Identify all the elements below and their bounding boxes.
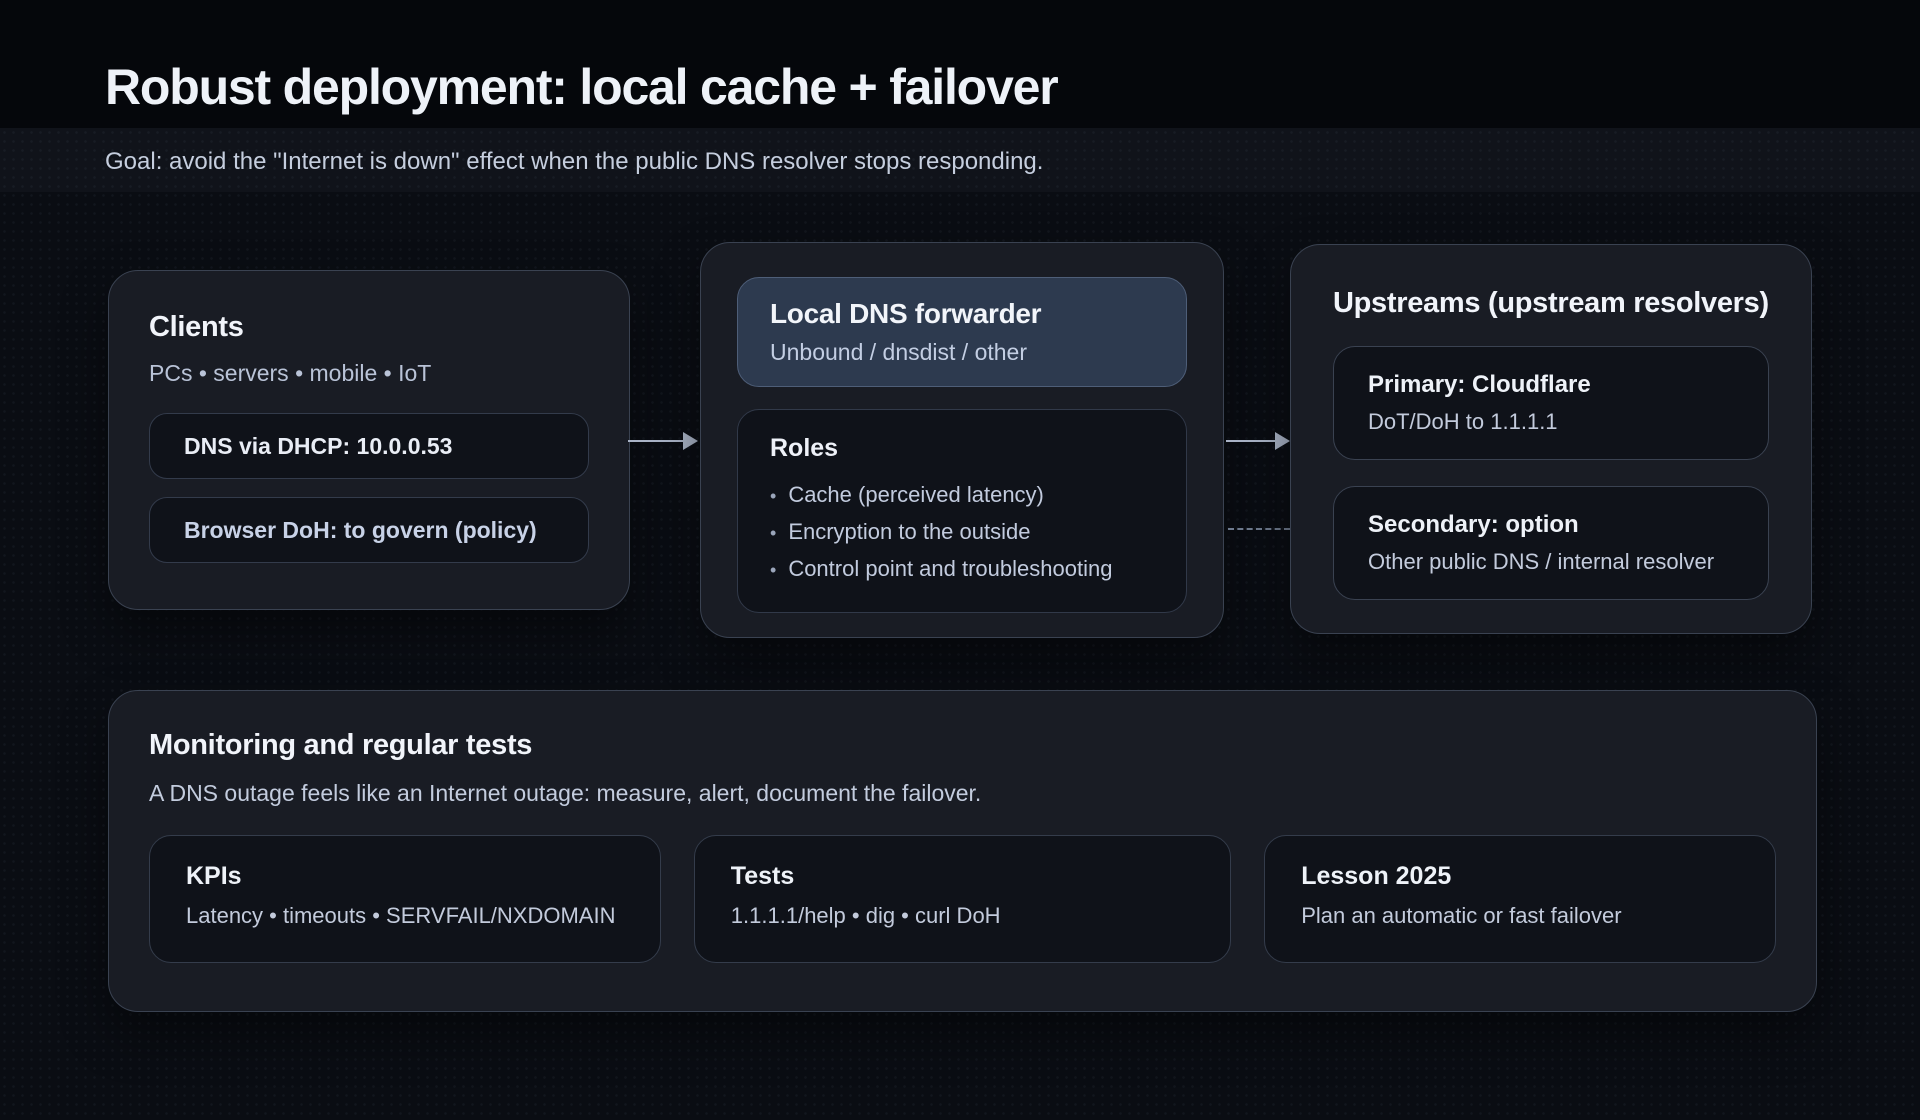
roles-list: Cache (perceived latency) Encryption to … — [770, 477, 1154, 588]
page-title: Robust deployment: local cache + failove… — [105, 59, 1059, 115]
upstream-option-title: Primary: Cloudflare — [1368, 371, 1591, 398]
monitoring-panel-title: KPIs — [186, 862, 242, 890]
upstreams-card: Upstreams (upstream resolvers) Primary: … — [1290, 244, 1812, 634]
monitoring-panel-detail: Latency • timeouts • SERVFAIL/NXDOMAIN — [186, 903, 616, 928]
clients-chip-list: DNS via DHCP: 10.0.0.53 Browser DoH: to … — [149, 413, 589, 563]
client-config-chip: DNS via DHCP: 10.0.0.53 — [149, 413, 589, 479]
arrow-forwarder-to-upstreams — [1226, 432, 1290, 450]
clients-subtitle: PCs • servers • mobile • IoT — [149, 360, 432, 386]
upstream-option: Secondary: option Other public DNS / int… — [1333, 486, 1769, 600]
monitoring-panel-list: KPIs Latency • timeouts • SERVFAIL/NXDOM… — [149, 835, 1776, 963]
monitoring-panel-title: Lesson 2025 — [1301, 862, 1452, 890]
monitoring-title: Monitoring and regular tests — [149, 729, 533, 761]
clients-title: Clients — [149, 311, 244, 343]
upstream-option-detail: Other public DNS / internal resolver — [1368, 549, 1715, 574]
arrow-clients-to-forwarder — [628, 432, 698, 450]
monitoring-subtitle: A DNS outage feels like an Internet outa… — [149, 780, 982, 806]
forwarder-title: Local DNS forwarder — [770, 298, 1042, 329]
header-band — [0, 128, 1920, 192]
forwarder-card: Local DNS forwarder Unbound / dnsdist / … — [700, 242, 1224, 638]
roles-box: Roles Cache (perceived latency) Encrypti… — [737, 409, 1187, 613]
clients-card: Clients PCs • servers • mobile • IoT DNS… — [108, 270, 630, 610]
role-item: Encryption to the outside — [770, 514, 1154, 551]
page-subtitle: Goal: avoid the "Internet is down" effec… — [105, 148, 1044, 175]
upstreams-title: Upstreams (upstream resolvers) — [1333, 287, 1769, 319]
monitoring-card: Monitoring and regular tests A DNS outag… — [108, 690, 1817, 1012]
upstream-option-list: Primary: Cloudflare DoT/DoH to 1.1.1.1 S… — [1333, 346, 1769, 600]
roles-title: Roles — [770, 434, 839, 462]
monitoring-panel-detail: Plan an automatic or fast failover — [1301, 903, 1622, 928]
forwarder-subtitle: Unbound / dnsdist / other — [770, 339, 1027, 365]
upstream-option-detail: DoT/DoH to 1.1.1.1 — [1368, 409, 1558, 434]
monitoring-panel-detail: 1.1.1.1/help • dig • curl DoH — [730, 903, 1001, 928]
upstream-option: Primary: Cloudflare DoT/DoH to 1.1.1.1 — [1333, 346, 1769, 460]
monitoring-panel: Tests 1.1.1.1/help • dig • curl DoH — [693, 835, 1232, 963]
role-item: Cache (perceived latency) — [770, 477, 1154, 514]
forwarder-highlight-box: Local DNS forwarder Unbound / dnsdist / … — [737, 277, 1187, 387]
chip-label: DNS via DHCP: 10.0.0.53 — [184, 432, 453, 459]
monitoring-panel: Lesson 2025 Plan an automatic or fast fa… — [1264, 835, 1776, 963]
dashed-secondary-connector — [1228, 528, 1290, 530]
chip-label: Browser DoH: to govern (policy) — [184, 516, 537, 543]
role-item: Control point and troubleshooting — [770, 551, 1154, 588]
monitoring-panel: KPIs Latency • timeouts • SERVFAIL/NXDOM… — [149, 835, 661, 963]
upstream-option-title: Secondary: option — [1368, 511, 1579, 538]
monitoring-panel-title: Tests — [730, 862, 795, 890]
client-config-chip: Browser DoH: to govern (policy) — [149, 497, 589, 563]
